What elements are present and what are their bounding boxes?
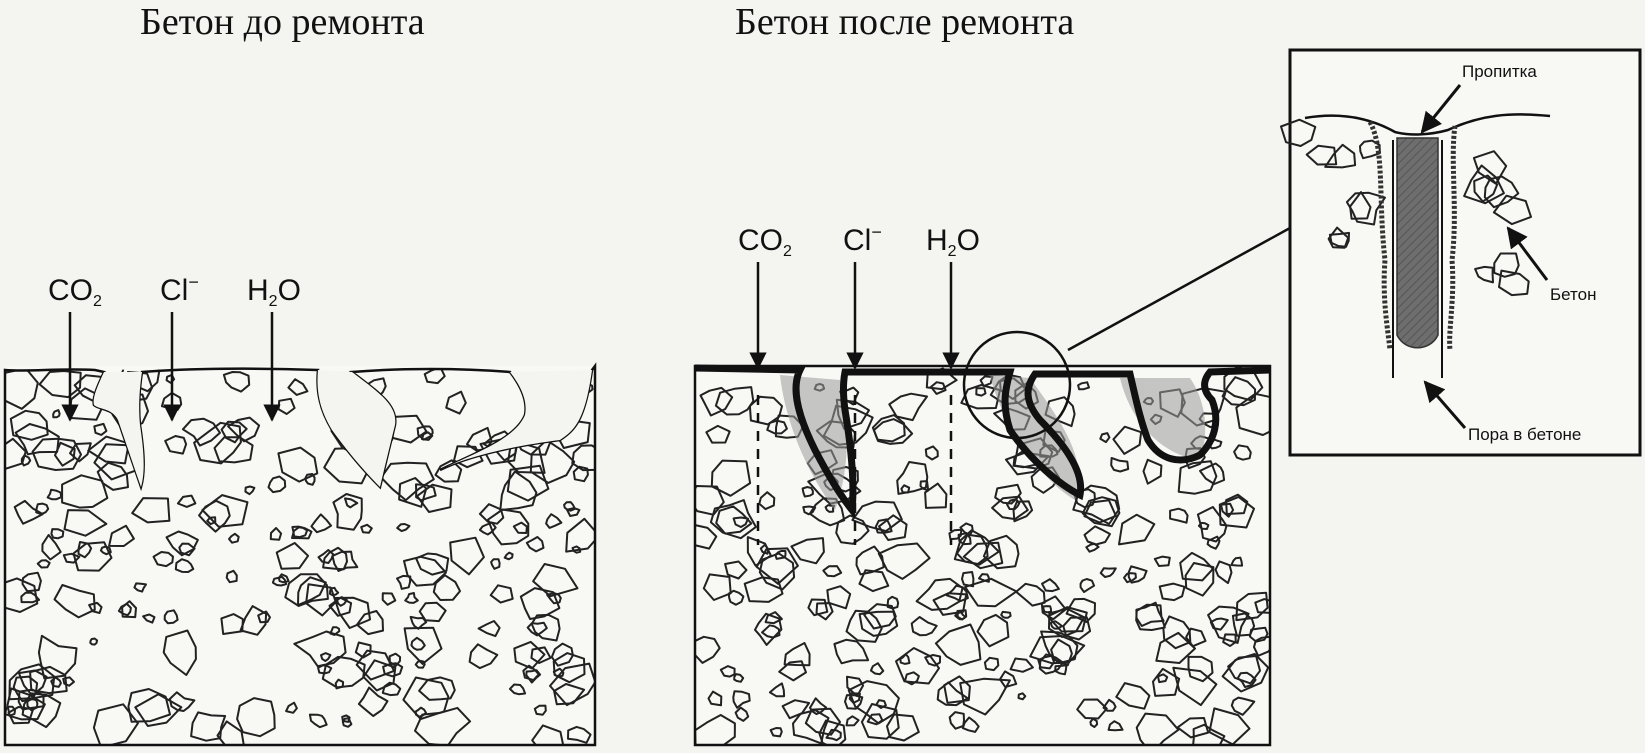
label-h2o-after: H2O <box>926 224 980 260</box>
label-cl-after: Cl− <box>843 222 882 257</box>
concrete-block-after <box>683 366 1286 753</box>
inset-detail: Пропитка Бетон Пора в бетоне <box>1281 50 1640 455</box>
label-co2-before: CO2 <box>48 274 102 310</box>
concrete-block-before <box>0 356 602 753</box>
inset-label-concrete: Бетон <box>1550 285 1596 304</box>
impregnation-plug <box>1397 138 1438 348</box>
label-co2-after: CO2 <box>738 224 792 260</box>
agent-arrows-after <box>758 262 951 368</box>
magnifier-connector <box>1068 228 1290 350</box>
inset-label-pore: Пора в бетоне <box>1468 425 1581 444</box>
inset-label-impregnation: Пропитка <box>1462 62 1537 81</box>
label-cl-before: Cl− <box>160 272 199 307</box>
label-h2o-before: H2O <box>247 274 301 310</box>
